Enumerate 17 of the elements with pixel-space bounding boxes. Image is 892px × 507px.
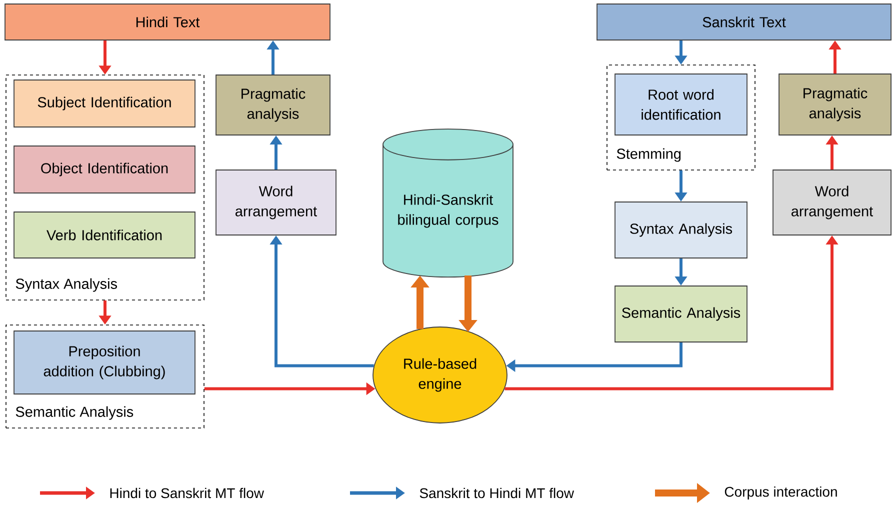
process-box: Subject Identification <box>14 80 196 128</box>
process-box: Semantic Analysis <box>614 286 748 342</box>
process-box: Word arrangement <box>772 170 892 236</box>
process-box: Verb Identification <box>14 212 196 258</box>
process-box: Pragmatic analysis <box>778 74 892 136</box>
text-bar: Sanskrit Text <box>596 4 892 40</box>
legend-text: Hindi to Sanskrit MT flow <box>110 488 264 498</box>
legend-text: Corpus interaction <box>724 486 837 500</box>
process-box: Root word identification <box>614 74 748 136</box>
process-box: Word arrangement <box>216 170 336 236</box>
process-box: Preposition addition (Clubbing) <box>14 330 196 394</box>
process-box: Syntax Analysis <box>614 202 748 258</box>
process-box: Pragmatic analysis <box>216 74 330 136</box>
text-bar: Hindi Text <box>4 4 330 40</box>
process-box: Object Identification <box>14 146 196 194</box>
legend-text: Sanskrit to Hindi MT flow <box>420 488 574 498</box>
database-cylinder: Hindi-Sanskrit bilingual corpus <box>382 128 514 278</box>
